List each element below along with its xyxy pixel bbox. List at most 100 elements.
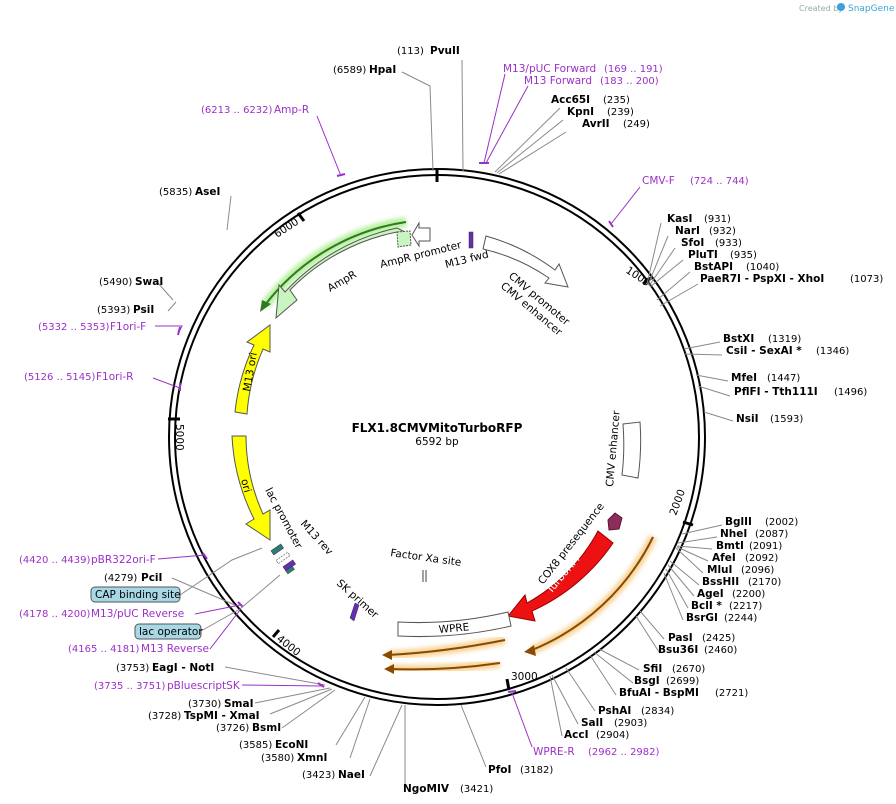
site-swai-name[interactable]: SwaI — [135, 276, 163, 288]
primer-amp-r-name[interactable]: Amp-R — [274, 104, 309, 116]
site-xmni-pos: (3580) — [261, 753, 294, 764]
sk-primer-feature[interactable] — [349, 602, 360, 622]
cap-binding-site-box[interactable] — [90, 586, 181, 603]
site-pcii-name[interactable]: PciI — [141, 572, 162, 584]
site-sali-name[interactable]: SalI — [581, 717, 603, 729]
ampr-promoter-feature[interactable] — [411, 221, 431, 248]
site-bcli-name[interactable]: BclI * — [691, 600, 722, 612]
site-csii-name[interactable]: CsiI - SexAI * — [726, 345, 802, 357]
primer-m13-fwd-range: (183 .. 200) — [600, 76, 659, 87]
site-agei-pos: (2200) — [732, 589, 765, 600]
site-bfuai-pos: (2721) — [715, 688, 748, 699]
sk-primer-label: SK primer — [334, 577, 381, 621]
site-pflfi-pos: (1496) — [834, 387, 867, 398]
site-kasi-name[interactable]: KasI — [667, 213, 692, 225]
site-bstapi-name[interactable]: BstAPI — [694, 261, 733, 273]
site-ngomiv-name[interactable]: NgoMIV — [403, 783, 450, 795]
lac-operator-leader — [200, 574, 281, 632]
primer-m13puc-rev-name[interactable]: M13/pUC Reverse — [91, 608, 184, 620]
site-sfoi-name[interactable]: SfoI — [681, 237, 704, 249]
site-pfoi-name[interactable]: PfoI — [488, 764, 511, 776]
orf-low-arrowhead — [384, 664, 394, 674]
site-naei-name[interactable]: NaeI — [338, 769, 365, 781]
m13-ori-feature[interactable] — [234, 324, 271, 415]
site-bfuai-name[interactable]: BfuAI - BspMI — [619, 687, 699, 699]
primer-f1ori-r-name[interactable]: F1ori-R — [96, 371, 133, 383]
site-asei-name[interactable]: AseI — [195, 186, 220, 198]
site-nari-name[interactable]: NarI — [675, 225, 700, 237]
lac-operator-box[interactable] — [134, 623, 202, 640]
turborfp-feature[interactable] — [507, 530, 614, 622]
ampr-feature[interactable] — [275, 227, 406, 320]
cmv-enhancer-feature[interactable] — [621, 421, 642, 479]
site-bsgi-name[interactable]: BsgI — [634, 675, 660, 687]
cmv-enhancer-label-right: CMV enhancer — [604, 410, 623, 488]
site-psii-name[interactable]: PsiI — [133, 304, 154, 316]
primer-f1ori-f-name[interactable]: F1ori-F — [110, 321, 146, 333]
site-acc65i-name[interactable]: Acc65I — [551, 94, 590, 106]
site-avrii-pos: (249) — [623, 119, 650, 130]
site-nari-pos: (932) — [709, 226, 736, 237]
site-pasi-name[interactable]: PasI — [668, 632, 693, 644]
primer-labels: M13/pUC Forward (169 .. 191) M13 Forward… — [19, 63, 749, 758]
primer-markers — [177, 162, 614, 693]
site-paer7i-name[interactable]: PaeR7I - PspXI - XhoI — [700, 273, 824, 285]
m13-fwd-feature[interactable] — [468, 231, 474, 249]
site-bsrgi-name[interactable]: BsrGI — [686, 612, 718, 624]
lac-promoter-feature[interactable] — [275, 551, 291, 565]
orf-low-line — [389, 662, 501, 671]
tick-6000 — [296, 212, 306, 222]
site-econi-name[interactable]: EcoNI — [275, 739, 308, 751]
site-kpni-name[interactable]: KpnI — [567, 106, 594, 118]
cap-binding-site-label: CAP binding site — [95, 589, 181, 601]
site-mfei-name[interactable]: MfeI — [731, 372, 757, 384]
primer-cmv-f-name[interactable]: CMV-F — [642, 175, 675, 187]
site-swai-pos: (5490) — [99, 277, 132, 288]
lac-operator-feature[interactable] — [285, 565, 295, 575]
m13-ori-label: M13 ori — [241, 352, 260, 393]
site-bglii-name[interactable]: BglII — [725, 516, 752, 528]
site-sfii-name[interactable]: SfiI — [643, 663, 662, 675]
primer-m13puc-fwd-name[interactable]: M13/pUC Forward — [503, 63, 596, 75]
site-eagi-name[interactable]: EagI - NotI — [152, 662, 214, 674]
ori-feature[interactable] — [231, 435, 271, 541]
site-pflfi-name[interactable]: PflFI - Tth111I — [734, 386, 818, 398]
site-bsshii-name[interactable]: BssHII — [702, 576, 739, 588]
primer-wpre-r-name[interactable]: WPRE-R — [533, 746, 575, 758]
site-nhei-name[interactable]: NheI — [720, 528, 747, 540]
site-bmti-name[interactable]: BmtI — [716, 540, 744, 552]
site-xmni-name[interactable]: XmnI — [297, 752, 327, 764]
primer-f1ori-f-range: (5332 .. 5353) — [38, 322, 110, 333]
site-afei-name[interactable]: AfeI — [712, 552, 736, 564]
primer-m13-rev-name[interactable]: M13 Reverse — [141, 643, 209, 655]
ampr-feature-tail — [396, 230, 412, 248]
tick-1000 — [642, 276, 652, 286]
primer-pbluescriptsk-name[interactable]: pBluescriptSK — [167, 680, 241, 692]
wpre-feature[interactable] — [397, 611, 512, 638]
site-pvuii-name[interactable]: PvuII — [430, 45, 460, 57]
site-bstxi-pos: (1319) — [768, 334, 801, 345]
cox8-presequence-feature[interactable] — [607, 512, 623, 531]
site-bsu36i-name[interactable]: Bsu36I — [658, 644, 698, 656]
primer-pbr322ori-f-name[interactable]: pBR322ori-F — [91, 554, 156, 566]
tick-label-5000: 5000 — [173, 424, 185, 451]
site-pshai-name[interactable]: PshAI — [598, 705, 631, 717]
site-pshai-pos: (2834) — [641, 706, 674, 717]
site-hpai-name[interactable]: HpaI — [369, 64, 396, 76]
site-pfoi-pos: (3182) — [520, 765, 553, 776]
site-acci-name[interactable]: AccI — [564, 729, 588, 741]
cmv-promoter-feature[interactable] — [482, 235, 569, 288]
site-smai-name[interactable]: SmaI — [224, 698, 254, 710]
site-bstapi-pos: (1040) — [746, 262, 779, 273]
site-mlui-name[interactable]: MluI — [707, 564, 732, 576]
site-tspmi-name[interactable]: TspMI - XmaI — [184, 710, 260, 722]
primer-m13-fwd-name[interactable]: M13 Forward — [524, 75, 592, 87]
site-pluti-name[interactable]: PluTI — [688, 249, 718, 261]
site-avrii-name[interactable]: AvrII — [582, 118, 610, 130]
cap-site-feature[interactable] — [270, 543, 284, 556]
site-bstxi-name[interactable]: BstXI — [723, 333, 754, 345]
site-bsmi-name[interactable]: BsmI — [252, 722, 281, 734]
site-nsii-name[interactable]: NsiI — [736, 413, 759, 425]
site-agei-name[interactable]: AgeI — [697, 588, 724, 600]
